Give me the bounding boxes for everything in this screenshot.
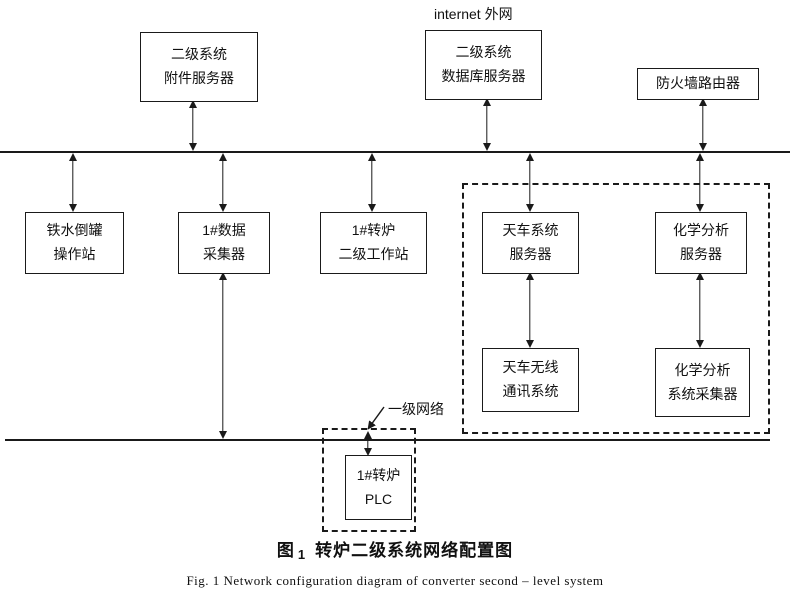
level1-network-label: 一级网络	[388, 401, 444, 417]
arrow-bus-to-crane-server	[525, 153, 535, 212]
node-chem-collector: 化学分析 系统采集器	[655, 348, 750, 417]
arrow-bus-to-chem-server	[695, 153, 705, 212]
node-label: 天车系统	[502, 222, 559, 239]
node-firewall-router: 防火墙路由器	[637, 68, 759, 100]
arrow-level1-bus-to-plc	[363, 431, 373, 456]
figure-caption-en: Fig. 1 Network configuration diagram of …	[186, 573, 604, 588]
internet-label: internet 外网	[434, 6, 513, 22]
arrow-bus-to-workstation	[367, 153, 377, 212]
node-chem-server: 化学分析 服务器	[655, 212, 747, 274]
node-converter-plc: 1#转炉 PLC	[345, 455, 412, 520]
node-crane-server: 天车系统 服务器	[482, 212, 579, 274]
node-label: 通讯系统	[502, 383, 559, 399]
node-label: 二级系统	[455, 44, 512, 61]
arrow-database-to-bus	[482, 98, 492, 151]
node-label: 附件服务器	[164, 70, 234, 86]
node-label: 1#转炉	[351, 222, 396, 239]
node-label: 采集器	[203, 246, 245, 262]
arrow-crane-server-to-wireless	[525, 272, 535, 348]
node-label: 服务器	[680, 246, 722, 262]
remote-subsystems-dashed-group	[462, 183, 770, 434]
node-label: 化学分析	[673, 222, 729, 239]
node-data-collector: 1#数据 采集器	[178, 212, 270, 274]
node-converter-workstation: 1#转炉 二级工作站	[320, 212, 427, 274]
node-label: 系统采集器	[667, 385, 738, 402]
level1-network-pointer-arrow	[367, 406, 385, 430]
node-label: 二级系统	[171, 46, 227, 63]
node-crane-wireless: 天车无线 通讯系统	[482, 348, 579, 412]
node-hot-metal-station: 铁水倒罐 操作站	[25, 212, 124, 274]
figure-number: 1	[297, 547, 306, 562]
node-label: PLC	[364, 490, 393, 507]
node-label: 操作站	[53, 246, 96, 262]
node-label: 1#转炉	[356, 466, 401, 483]
arrow-firewall-to-bus	[698, 98, 708, 151]
node-label: 数据库服务器	[441, 68, 526, 84]
figure-title: 转炉二级系统网络配置图	[315, 541, 514, 560]
arrow-chem-server-to-collector	[695, 272, 705, 348]
node-label: 化学分析	[674, 361, 731, 378]
node-label: 二级工作站	[338, 246, 409, 262]
node-label: 铁水倒罐	[46, 222, 103, 239]
arrow-data-collector-to-level1-bus	[218, 272, 228, 439]
arrow-accessory-to-bus	[188, 100, 198, 151]
node-label: 1#数据	[202, 222, 246, 239]
node-label: 防火墙路由器	[656, 75, 740, 92]
node-label: 服务器	[509, 246, 552, 262]
figure-caption-prefix: 图	[276, 541, 295, 560]
arrow-bus-to-data-collector	[218, 153, 228, 212]
level1-network-bus-line	[5, 439, 770, 441]
arrow-bus-to-hot-metal	[68, 153, 78, 212]
node-label: 天车无线	[502, 359, 559, 376]
node-database-server: 二级系统 数据库服务器	[425, 30, 542, 100]
level2-network-bus-line	[0, 151, 790, 153]
node-accessory-server: 二级系统 附件服务器	[140, 32, 258, 102]
